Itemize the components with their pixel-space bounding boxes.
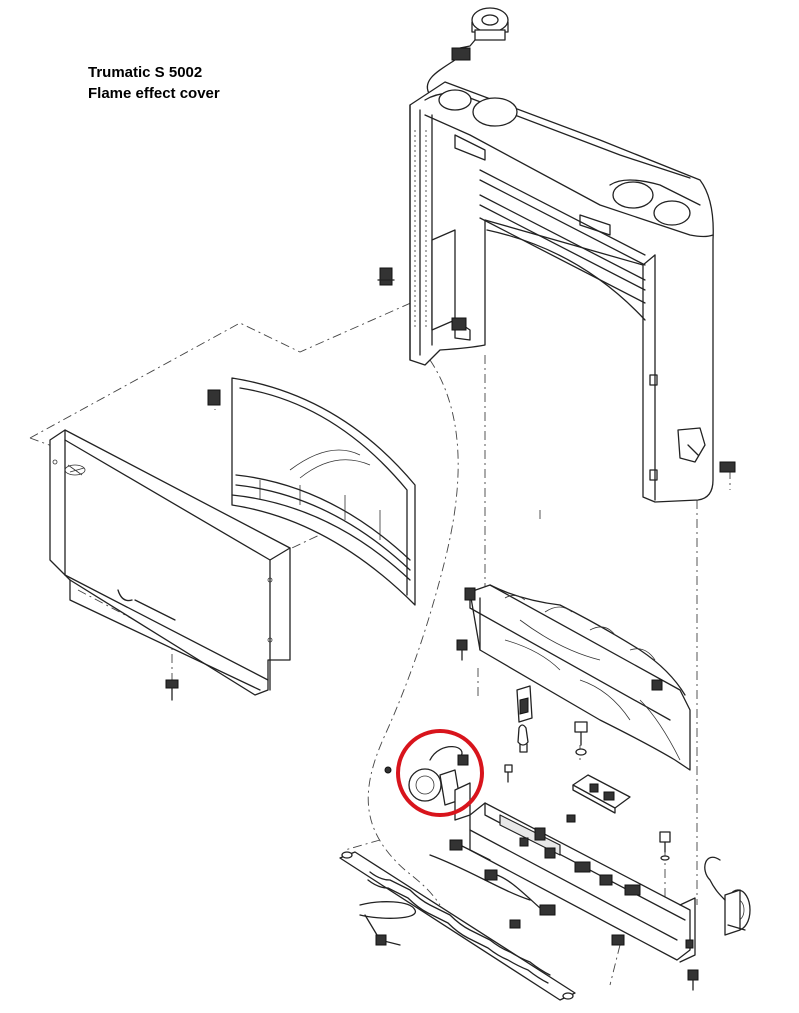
cable-with-plug: [359, 901, 416, 946]
title-line-1: Trumatic S 5002: [88, 64, 203, 81]
thermal-sensor: [704, 856, 751, 936]
diagram-title: Trumatic S 5002 Flame effect cover: [88, 62, 220, 104]
front-cover-plate: [49, 429, 291, 701]
bulb-holder: [516, 685, 533, 753]
wiring-harness: [429, 839, 556, 929]
heating-rod: [339, 851, 576, 1001]
small-clip-left: [377, 267, 395, 286]
title-line-2: Flame effect cover: [88, 85, 220, 102]
highlight-circle: [396, 729, 484, 817]
log-effect-bar: [456, 584, 691, 771]
small-circuit-board: [572, 774, 631, 814]
screw-posts: [504, 721, 671, 861]
glass-panel: [207, 377, 416, 606]
main-casing: [409, 81, 736, 503]
